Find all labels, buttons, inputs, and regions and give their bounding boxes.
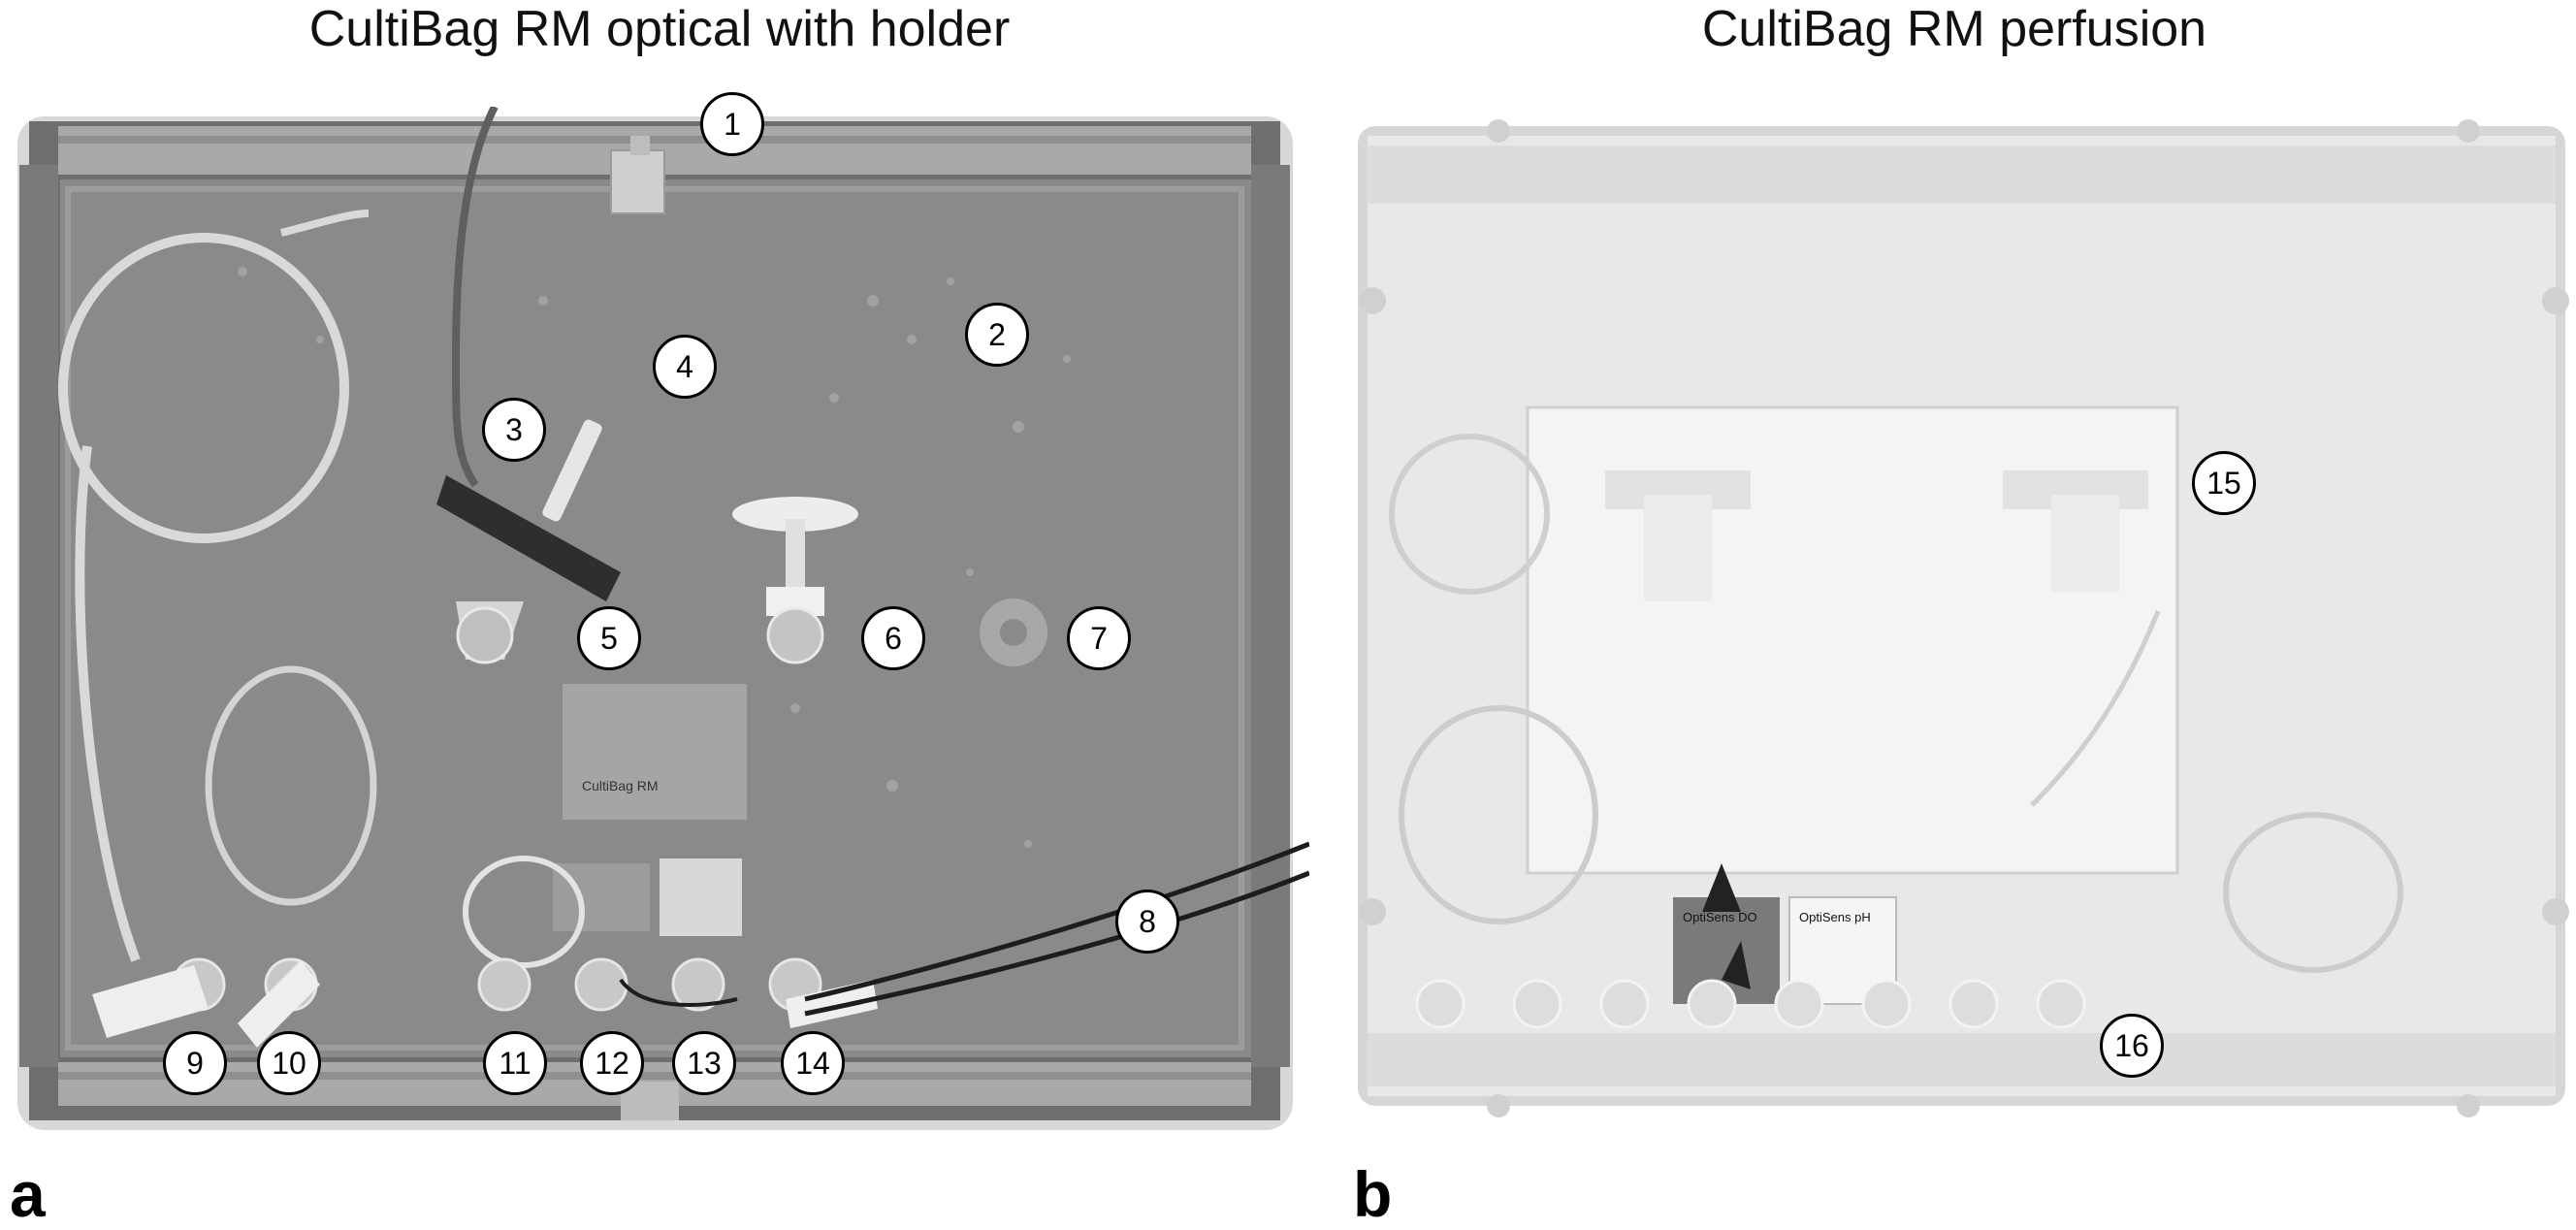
callout-14: 14	[781, 1031, 845, 1095]
panel-letter-a: a	[10, 1158, 46, 1230]
cultibag-optical-photo: CultiBag RM	[0, 107, 1309, 1135]
callout-2: 2	[965, 303, 1029, 367]
callout-1: 1	[700, 92, 764, 156]
panel-a-title: CultiBag RM optical with holder	[308, 1, 1011, 57]
callout-6: 6	[861, 606, 925, 670]
callout-9: 9	[163, 1031, 227, 1095]
bag-label-text: CultiBag RM	[582, 778, 659, 793]
callout-15: 15	[2192, 451, 2256, 515]
callout-5: 5	[577, 606, 641, 670]
sensor-ph-label: OptiSens pH	[1799, 910, 1871, 924]
panel-letter-b: b	[1353, 1158, 1393, 1230]
panel-b-title: CultiBag RM perfusion	[1701, 1, 2207, 57]
callout-12: 12	[580, 1031, 644, 1095]
callout-13: 13	[672, 1031, 736, 1095]
callout-7: 7	[1067, 606, 1131, 670]
callout-10: 10	[257, 1031, 321, 1095]
callout-8: 8	[1115, 890, 1179, 954]
callout-16: 16	[2100, 1014, 2164, 1078]
sensor-do-label: OptiSens DO	[1683, 910, 1757, 924]
callout-4: 4	[653, 335, 717, 399]
callout-11: 11	[483, 1031, 547, 1095]
cultibag-perfusion-photo: OptiSens DO OptiSens pH	[1353, 107, 2575, 1135]
callout-3: 3	[482, 398, 546, 462]
